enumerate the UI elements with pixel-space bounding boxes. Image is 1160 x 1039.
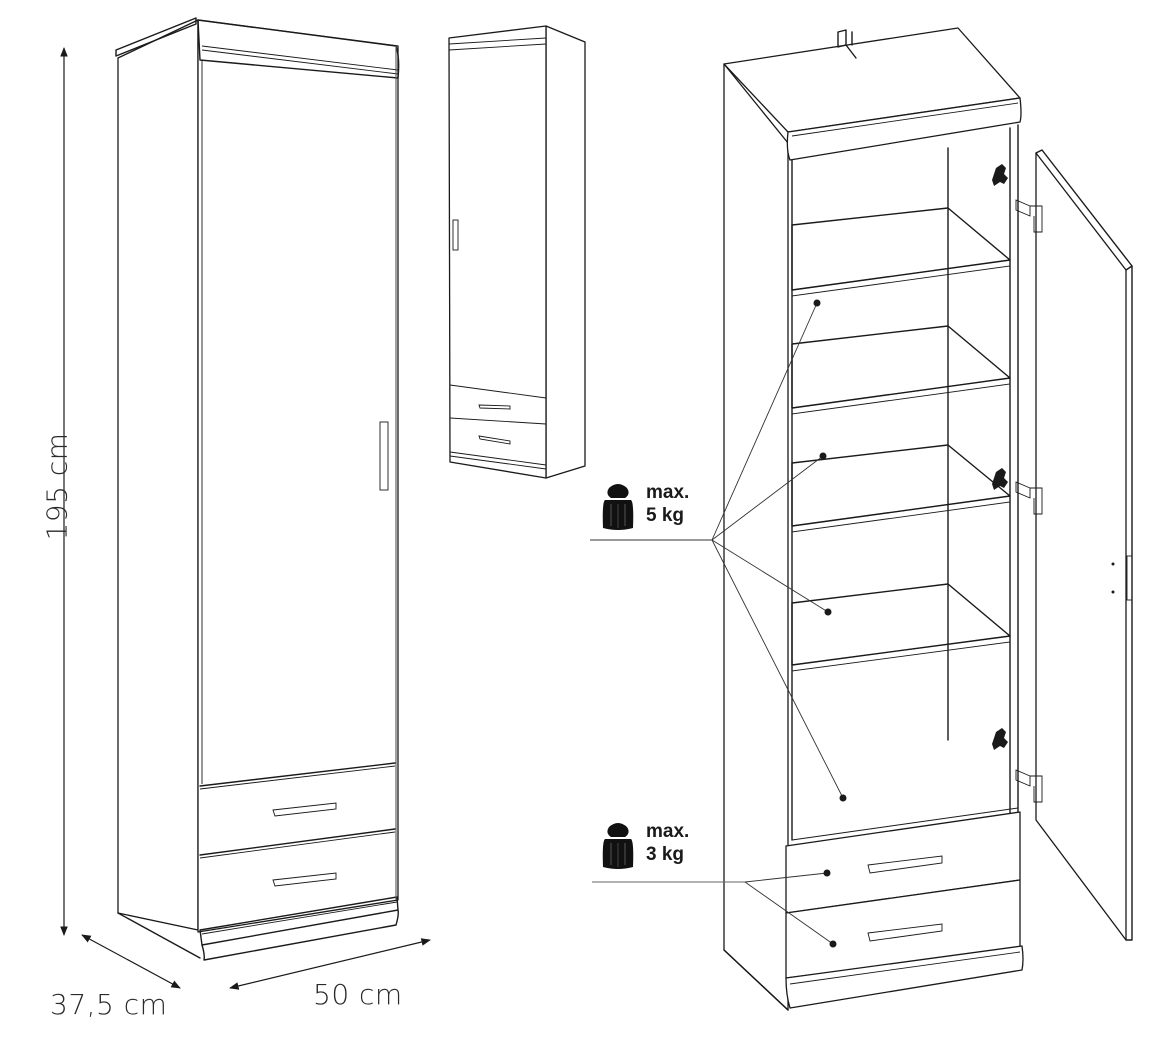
shelves — [791, 207, 1011, 672]
depth-dimension-line — [81, 934, 181, 989]
weight-icon — [602, 823, 634, 869]
depth-label: 37,5 cm — [50, 988, 168, 1021]
height-label: 195 cm — [40, 432, 74, 541]
drawers — [785, 807, 1024, 1009]
width-dimension-line — [229, 938, 431, 990]
width-label: 50 cm — [313, 978, 403, 1011]
dimension-lines — [60, 47, 431, 990]
open-cabinet — [723, 27, 1133, 1011]
open-door — [1015, 149, 1133, 941]
main-cabinet — [115, 17, 400, 961]
drawer-load-value: 3 kg — [646, 844, 685, 865]
door-hinges — [1015, 199, 1043, 803]
shelf-marker-2 — [819, 452, 827, 460]
shelf-load-value: 5 kg — [646, 505, 685, 526]
shelf-load-callout — [590, 299, 847, 802]
shelf-load-label: max. 5 kg — [646, 481, 689, 527]
drawer-marker-1 — [823, 869, 831, 877]
shelf-marker-4 — [839, 794, 847, 802]
shelf-load-prefix: max. — [646, 482, 690, 503]
drawer-load-callout — [592, 869, 837, 948]
shelf-marker-3 — [824, 608, 832, 616]
thumbnail-cabinet — [448, 25, 586, 479]
drawer-load-prefix: max. — [646, 821, 690, 842]
weight-icon — [602, 484, 634, 530]
shelf-marker-1 — [813, 299, 821, 307]
cabinet-hinges — [992, 164, 1008, 750]
drawer-marker-2 — [829, 940, 837, 948]
drawer-load-label: max. 3 kg — [646, 820, 689, 866]
